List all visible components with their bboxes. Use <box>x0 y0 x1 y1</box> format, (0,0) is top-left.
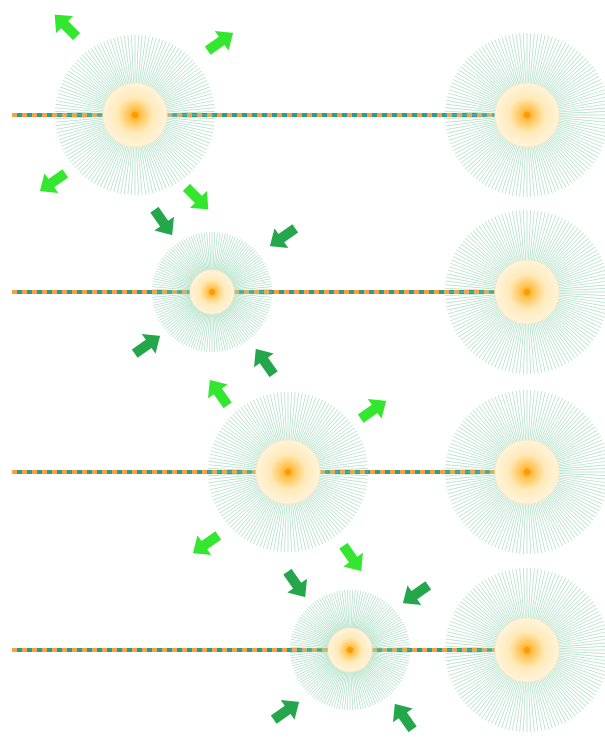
left-star-body <box>152 232 272 352</box>
arrow-icon <box>269 224 299 248</box>
star-center <box>523 468 531 476</box>
arrow-icon <box>54 14 81 41</box>
right-star-body <box>445 568 605 732</box>
right-star-body <box>445 390 605 554</box>
star-center <box>208 288 216 296</box>
arrow-icon <box>254 348 278 378</box>
left-star-body <box>208 392 368 552</box>
arrow-icon <box>393 703 417 733</box>
star-center <box>523 111 531 119</box>
star-center <box>523 646 531 654</box>
arrow-icon <box>270 700 300 724</box>
arrow-icon <box>204 31 234 55</box>
arrow-icon <box>131 334 161 358</box>
panel-1 <box>12 14 605 210</box>
arrow-icon <box>208 379 232 409</box>
arrow-icon <box>182 183 209 210</box>
panel-3 <box>12 379 605 572</box>
star-center <box>284 468 292 476</box>
star-center <box>131 111 139 119</box>
arrow-icon <box>402 581 432 605</box>
left-star-body <box>290 590 410 710</box>
star-center <box>523 288 531 296</box>
panel-4 <box>12 568 605 733</box>
arrow-icon <box>192 531 222 555</box>
arrow-icon <box>339 542 363 572</box>
panel-2 <box>12 206 605 378</box>
arrow-icon <box>150 206 174 236</box>
arrow-icon <box>357 399 387 423</box>
right-star-body <box>445 210 605 374</box>
left-star-body <box>55 35 215 195</box>
right-star-body <box>445 33 605 197</box>
arrow-icon <box>283 568 307 598</box>
star-center <box>346 646 354 654</box>
arrow-icon <box>39 169 69 193</box>
